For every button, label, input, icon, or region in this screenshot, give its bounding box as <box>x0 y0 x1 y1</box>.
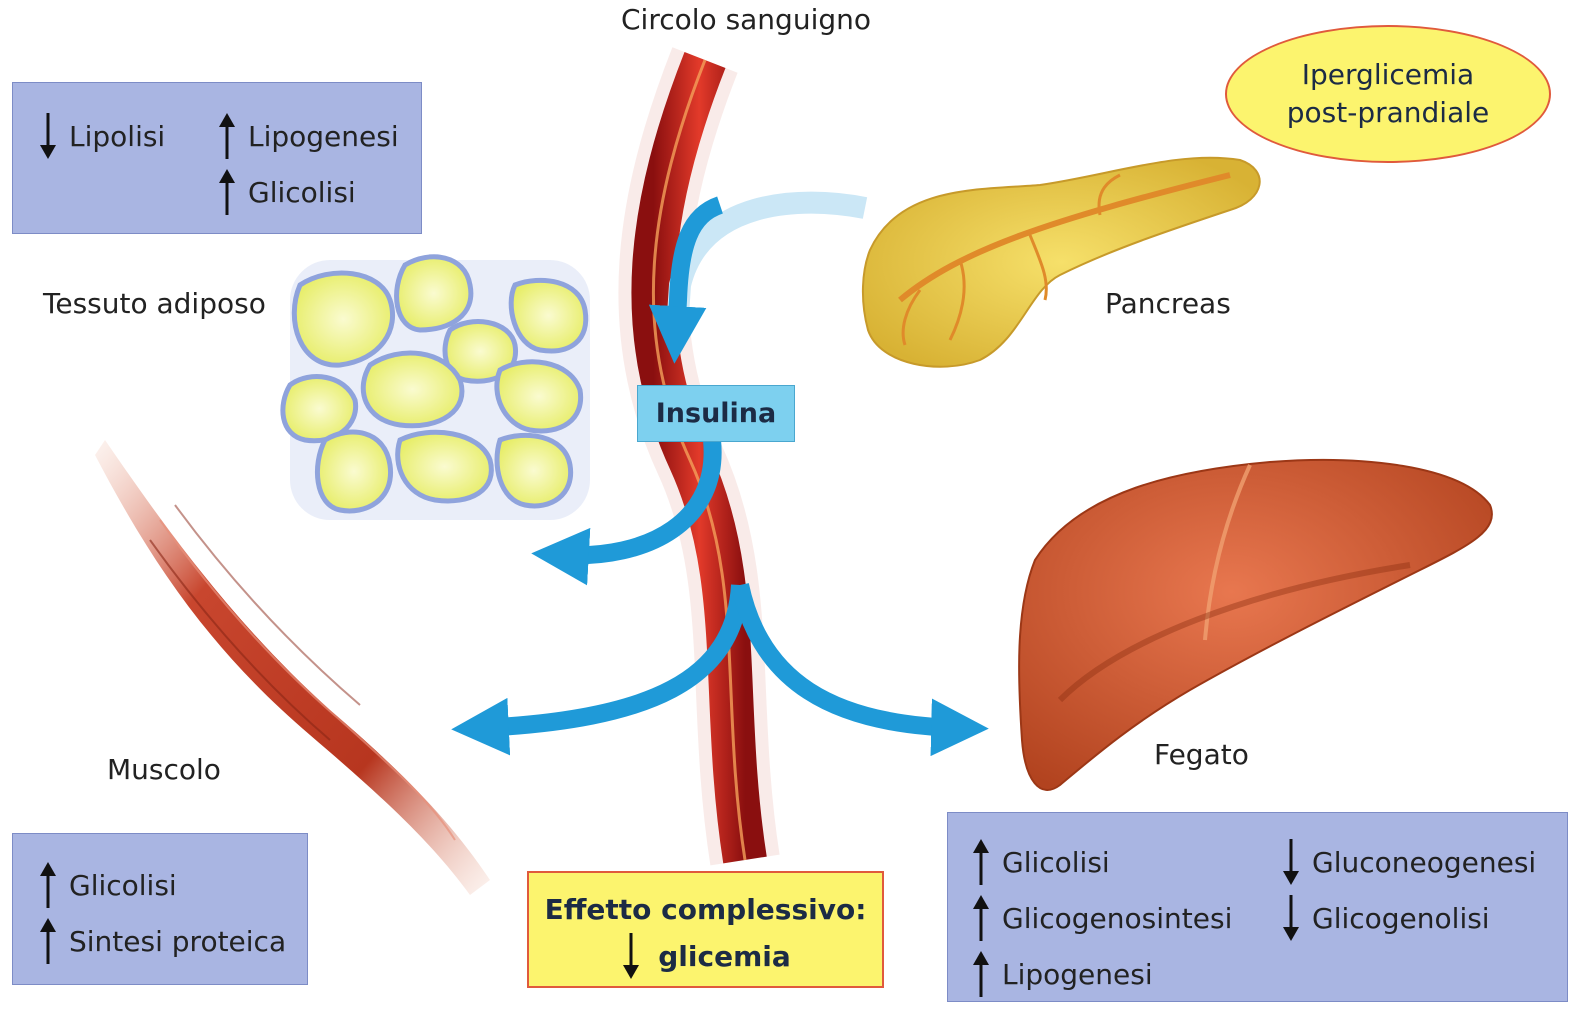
adipose-effects-box: Lipolisi Lipogenesi Glicolisi <box>12 82 422 234</box>
liver-item-label: Lipogenesi <box>1002 958 1153 991</box>
adipose-item-label: Glicolisi <box>248 176 356 209</box>
muscle-effects-box: Glicolisi Sintesi proteica <box>12 833 308 985</box>
label-liver: Fegato <box>1154 741 1249 769</box>
liver-item-label: Glicogenosintesi <box>1002 902 1232 935</box>
trigger-line1: Iperglicemia <box>1302 56 1474 94</box>
muscle-item: Sintesi proteica <box>37 916 286 966</box>
overall-effect-box: Effetto complessivo: glicemia <box>527 871 884 988</box>
adipose-item: Glicolisi <box>216 167 356 217</box>
muscle-item: Glicolisi <box>37 860 177 910</box>
liver-item: Glicogenosintesi <box>970 893 1232 943</box>
arrow-up-icon <box>216 167 238 217</box>
adipose-item: Lipolisi <box>37 111 165 161</box>
pancreas-illustration <box>863 158 1260 367</box>
liver-item: Gluconeogenesi <box>1280 837 1536 887</box>
liver-item-label: Gluconeogenesi <box>1312 846 1536 879</box>
diagram-title: Circolo sanguigno <box>621 6 871 34</box>
liver-illustration <box>1019 460 1492 790</box>
liver-item-label: Glicolisi <box>1002 846 1110 879</box>
arrow-up-icon <box>970 837 992 887</box>
arrow-down-icon <box>37 111 59 161</box>
arrow-up-icon <box>216 111 238 161</box>
arrow-down-icon <box>1280 837 1302 887</box>
liver-item: Lipogenesi <box>970 949 1153 999</box>
blood-vessel <box>653 60 745 860</box>
liver-effects-box: Glicolisi Glicogenosintesi Lipogenesi Gl… <box>947 812 1568 1002</box>
arrow-up-icon <box>970 949 992 999</box>
adipose-item: Lipogenesi <box>216 111 399 161</box>
label-muscle: Muscolo <box>107 756 221 784</box>
liver-item: Glicolisi <box>970 837 1110 887</box>
arrow-up-icon <box>37 916 59 966</box>
effect-line2-row: glicemia <box>529 931 882 981</box>
effect-line2: glicemia <box>658 940 791 973</box>
liver-item: Glicogenolisi <box>1280 893 1490 943</box>
liver-item-label: Glicogenolisi <box>1312 902 1490 935</box>
arrow-up-icon <box>970 893 992 943</box>
arrow-down-icon <box>620 931 642 981</box>
label-pancreas: Pancreas <box>1105 290 1231 318</box>
trigger-ellipse: Iperglicemia post-prandiale <box>1225 25 1551 163</box>
muscle-item-label: Glicolisi <box>69 869 177 902</box>
label-adipose: Tessuto adiposo <box>43 290 266 318</box>
arrow-down-icon <box>1280 893 1302 943</box>
adipose-item-label: Lipolisi <box>69 120 165 153</box>
arrow-up-icon <box>37 860 59 910</box>
muscle-item-label: Sintesi proteica <box>69 925 286 958</box>
trigger-line2: post-prandiale <box>1287 94 1489 132</box>
effect-line1: Effetto complessivo: <box>529 893 882 926</box>
adipose-cells <box>283 257 590 520</box>
adipose-item-label: Lipogenesi <box>248 120 399 153</box>
insulin-label: Insulina <box>637 385 795 442</box>
